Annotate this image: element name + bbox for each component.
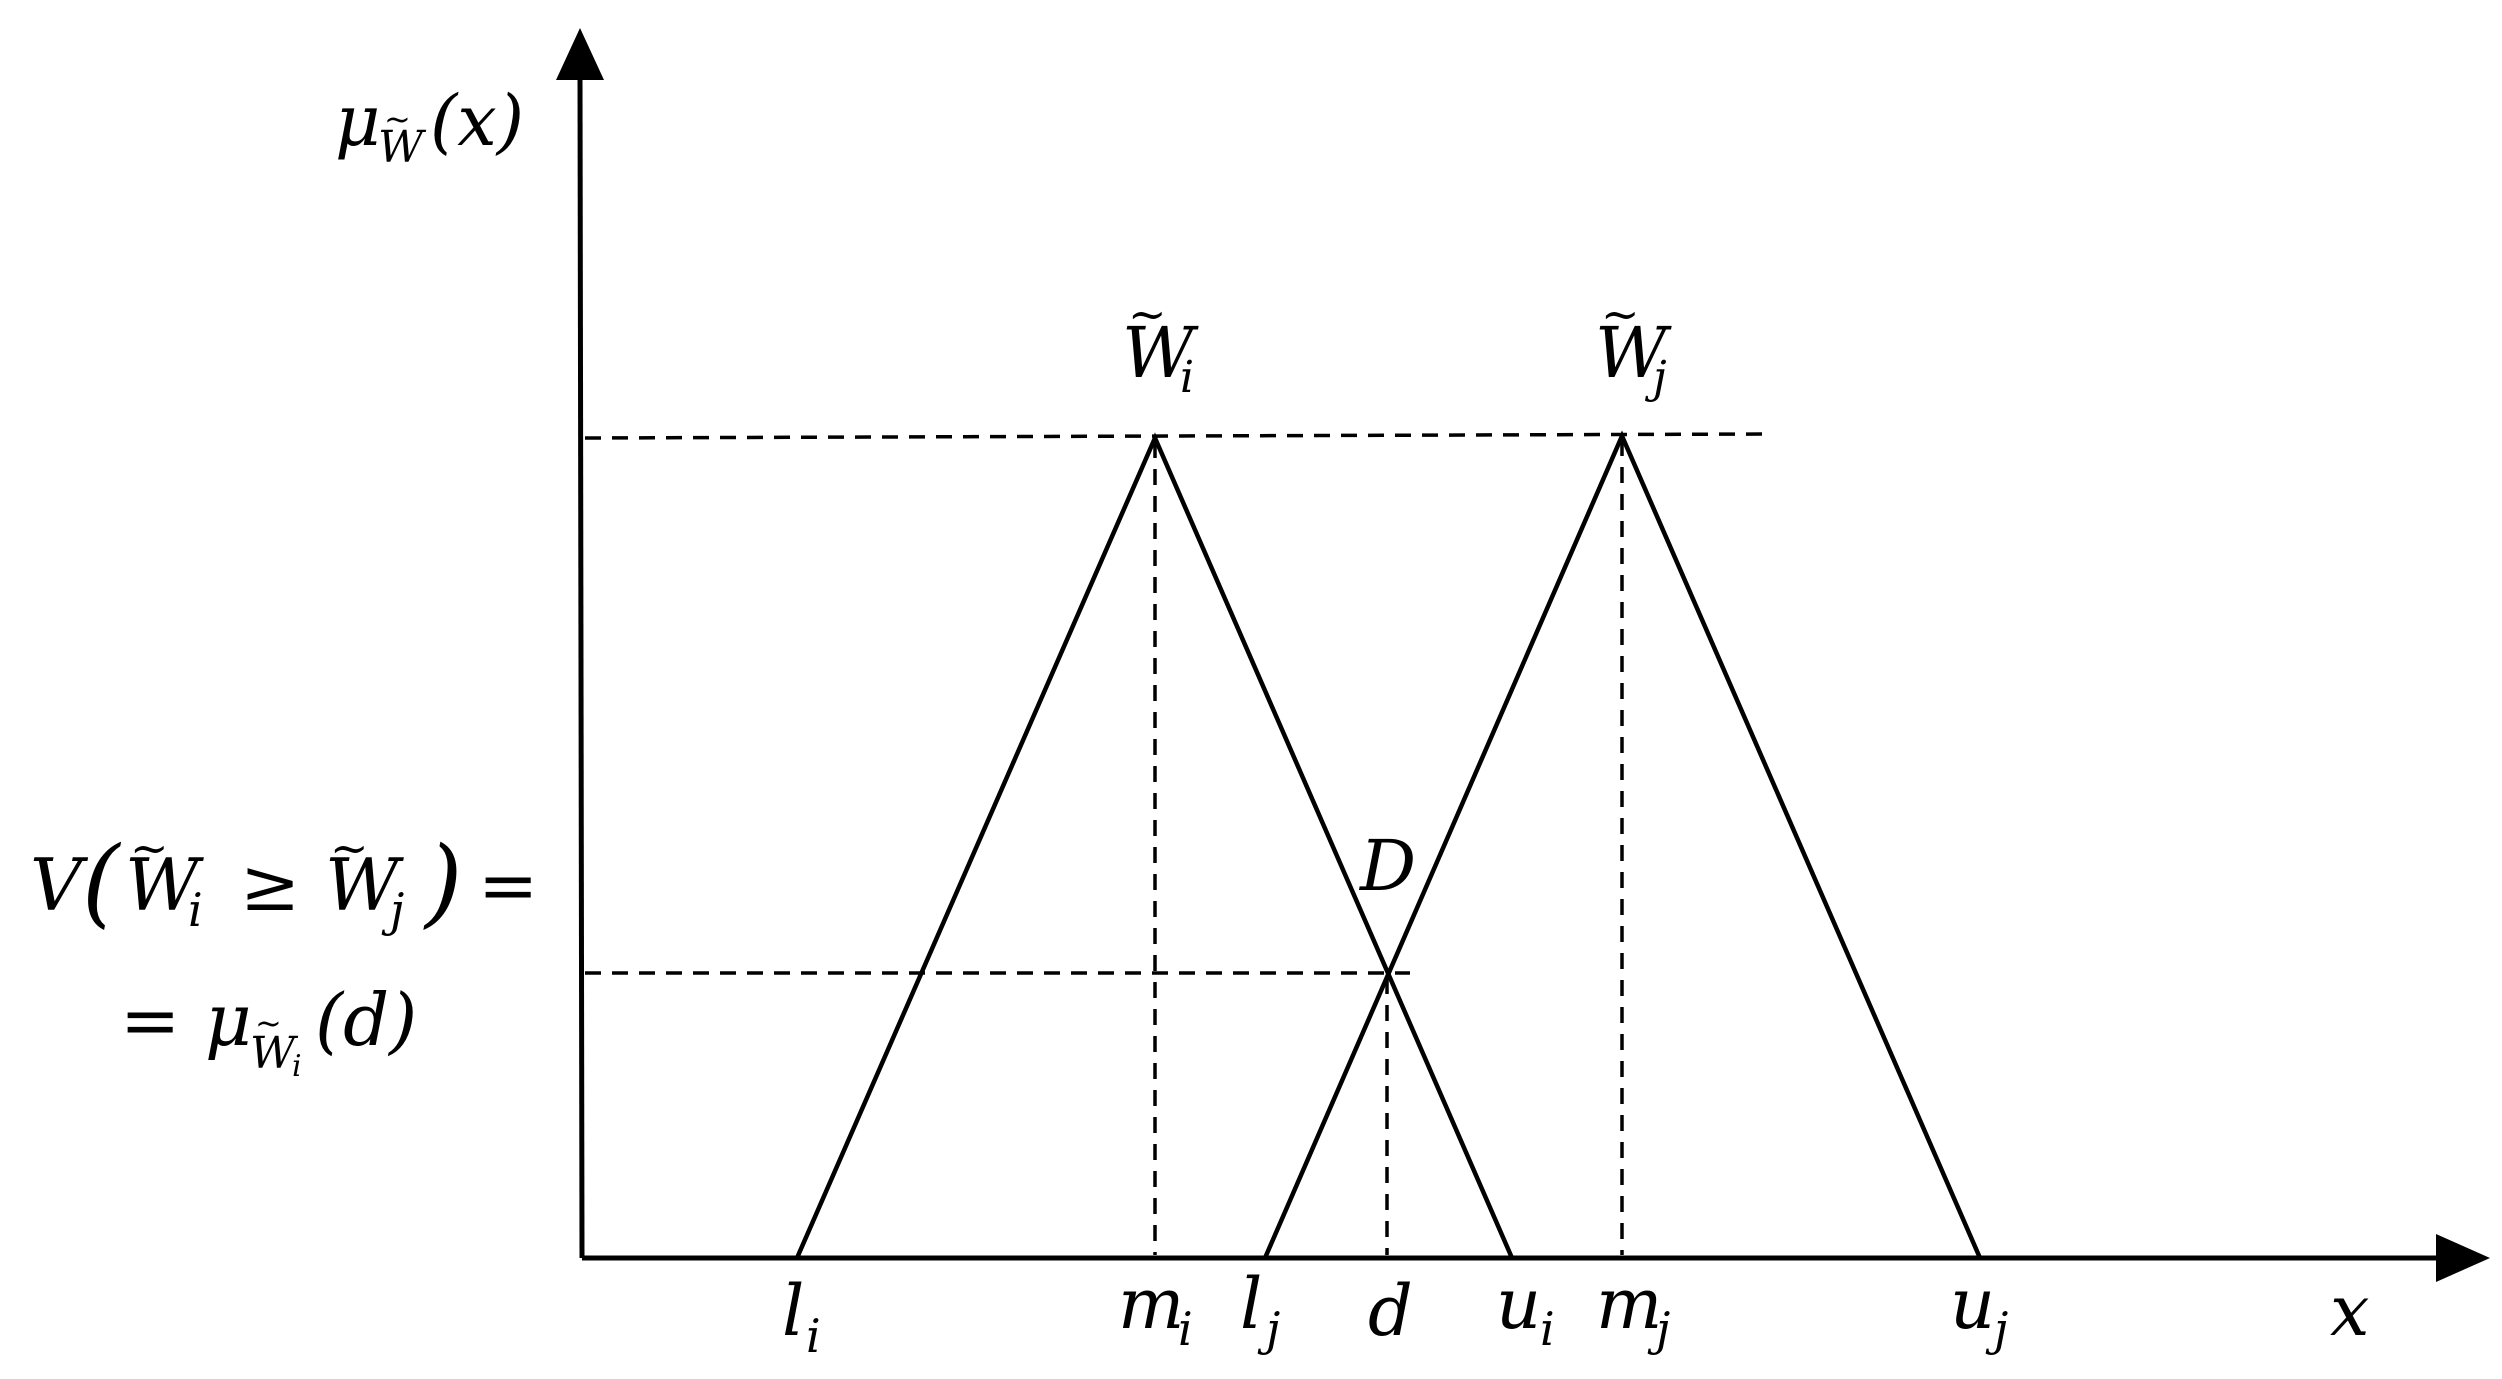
svg-text:W: W — [1122, 312, 1199, 394]
label-wj: W j ~ — [1595, 287, 1672, 403]
svg-text:i: i — [292, 1049, 302, 1084]
svg-text:W: W — [378, 122, 427, 173]
svg-text:u: u — [1950, 1263, 1995, 1345]
svg-text:i: i — [1178, 1302, 1193, 1356]
svg-text:W: W — [1595, 312, 1672, 394]
formula-line-2: = μ W i ~ (d) — [120, 978, 417, 1084]
svg-text:≥: ≥ — [240, 843, 300, 927]
tick-mi: m i — [1118, 1263, 1193, 1356]
svg-text:m: m — [1596, 1263, 1662, 1345]
y-axis-label: μ W ~ (x) — [335, 80, 524, 173]
svg-text:i: i — [1180, 352, 1194, 403]
svg-text:W: W — [250, 1028, 299, 1079]
svg-text:i: i — [1540, 1302, 1555, 1356]
svg-text:~: ~ — [1601, 287, 1640, 341]
tick-mj: m j — [1596, 1263, 1670, 1356]
svg-text:~: ~ — [1128, 287, 1167, 341]
triangle-wj — [1262, 430, 1983, 1259]
svg-text:m: m — [1118, 1263, 1184, 1345]
tick-li: l i — [782, 1270, 821, 1363]
tick-d: d — [1368, 1270, 1413, 1352]
tick-uj: u j — [1950, 1263, 2008, 1356]
svg-text:l: l — [782, 1270, 804, 1352]
svg-text:i: i — [806, 1309, 821, 1363]
svg-text:(x): (x) — [430, 80, 524, 162]
intersection-label-d: D — [1358, 825, 1416, 907]
svg-text:=: = — [478, 843, 538, 927]
svg-text:=: = — [120, 978, 180, 1062]
svg-text:μ: μ — [335, 80, 381, 162]
tick-ui: u i — [1496, 1263, 1555, 1356]
svg-text:~: ~ — [330, 821, 369, 875]
y-axis — [577, 74, 585, 1259]
svg-text:W: W — [325, 843, 404, 927]
svg-text:d: d — [1368, 1270, 1413, 1352]
svg-text:u: u — [1496, 1263, 1541, 1345]
y-axis-arrowhead — [556, 28, 604, 80]
svg-text:(d): (d) — [315, 978, 417, 1062]
x-axis-label: x — [2330, 1270, 2369, 1352]
formula-line-1: V ( W i ~ ≥ W j ~ ) = — [30, 821, 538, 938]
svg-text:l: l — [1240, 1263, 1262, 1345]
svg-text:~: ~ — [130, 821, 169, 875]
svg-text:~: ~ — [384, 100, 411, 138]
svg-text:W: W — [125, 843, 204, 927]
triangle-wi — [794, 432, 1515, 1259]
svg-text:~: ~ — [255, 1004, 282, 1042]
x-axis-arrowhead — [2436, 1234, 2490, 1282]
peak-level-dashed-line — [584, 432, 1766, 440]
svg-text:(: ( — [82, 826, 122, 938]
tick-lj: l j — [1240, 1263, 1280, 1356]
svg-text:i: i — [188, 883, 203, 937]
svg-text:μ: μ — [205, 978, 252, 1062]
label-wi: W i ~ — [1122, 287, 1199, 403]
svg-text:): ) — [423, 826, 462, 938]
svg-text:V: V — [30, 843, 89, 927]
